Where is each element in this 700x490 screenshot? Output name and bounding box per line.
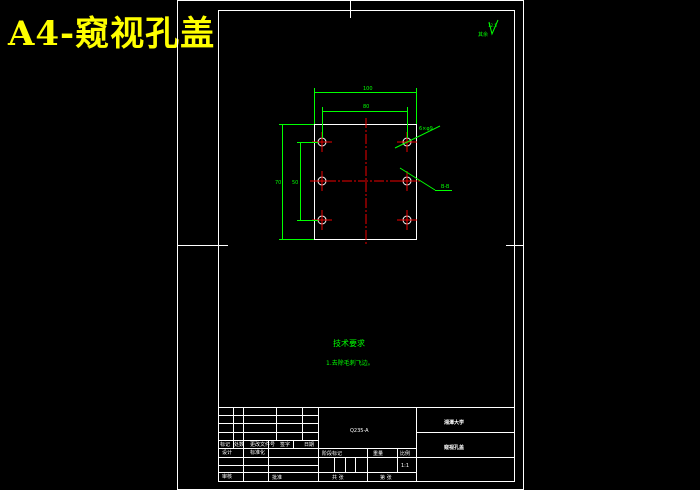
- dimension-lines: [279, 88, 452, 240]
- tech-requirement-1: 1.去除毛刺飞边。: [326, 359, 374, 367]
- label-design: 设计: [222, 449, 232, 456]
- label-change-doc: 更改文件号: [250, 441, 275, 448]
- label-sign: 签字: [280, 441, 290, 448]
- roughness-value: 12.5: [488, 23, 497, 28]
- label-count: 处数: [234, 441, 244, 448]
- label-mark: 标记: [220, 441, 230, 448]
- dim-surface-note: B-B: [441, 184, 450, 190]
- label-approve: 批准: [272, 474, 282, 481]
- material: Q235-A: [350, 428, 369, 434]
- label-standard: 标准化: [250, 449, 265, 456]
- dim-inner-width: 80: [363, 104, 369, 110]
- dim-outer-width: 100: [363, 86, 373, 92]
- dim-outer-height: 70: [275, 180, 281, 186]
- part-name: 窥视孔盖: [444, 444, 464, 451]
- label-scale: 比例: [400, 450, 410, 457]
- label-review: 审核: [222, 473, 232, 480]
- roughness-label: 其余: [478, 31, 488, 38]
- label-sheet: 第 张: [380, 474, 392, 481]
- drawing-frame: [177, 0, 524, 490]
- roughness-symbol: 其余 12.5: [478, 19, 499, 38]
- label-stage: 阶段标记: [322, 450, 342, 457]
- scale-value: 1:1: [401, 463, 409, 469]
- dim-inner-height: 50: [292, 180, 298, 186]
- label-total: 共 张: [332, 474, 344, 481]
- dim-hole-note: 6×φ9: [419, 126, 433, 132]
- tech-requirements-heading: 技术要求: [333, 338, 365, 348]
- label-date: 日期: [304, 442, 314, 448]
- school-name: 湘潭大学: [444, 419, 464, 426]
- title-block: [218, 407, 515, 482]
- label-weight: 重量: [373, 450, 383, 457]
- drawing-title: A4-窥视孔盖: [8, 14, 216, 54]
